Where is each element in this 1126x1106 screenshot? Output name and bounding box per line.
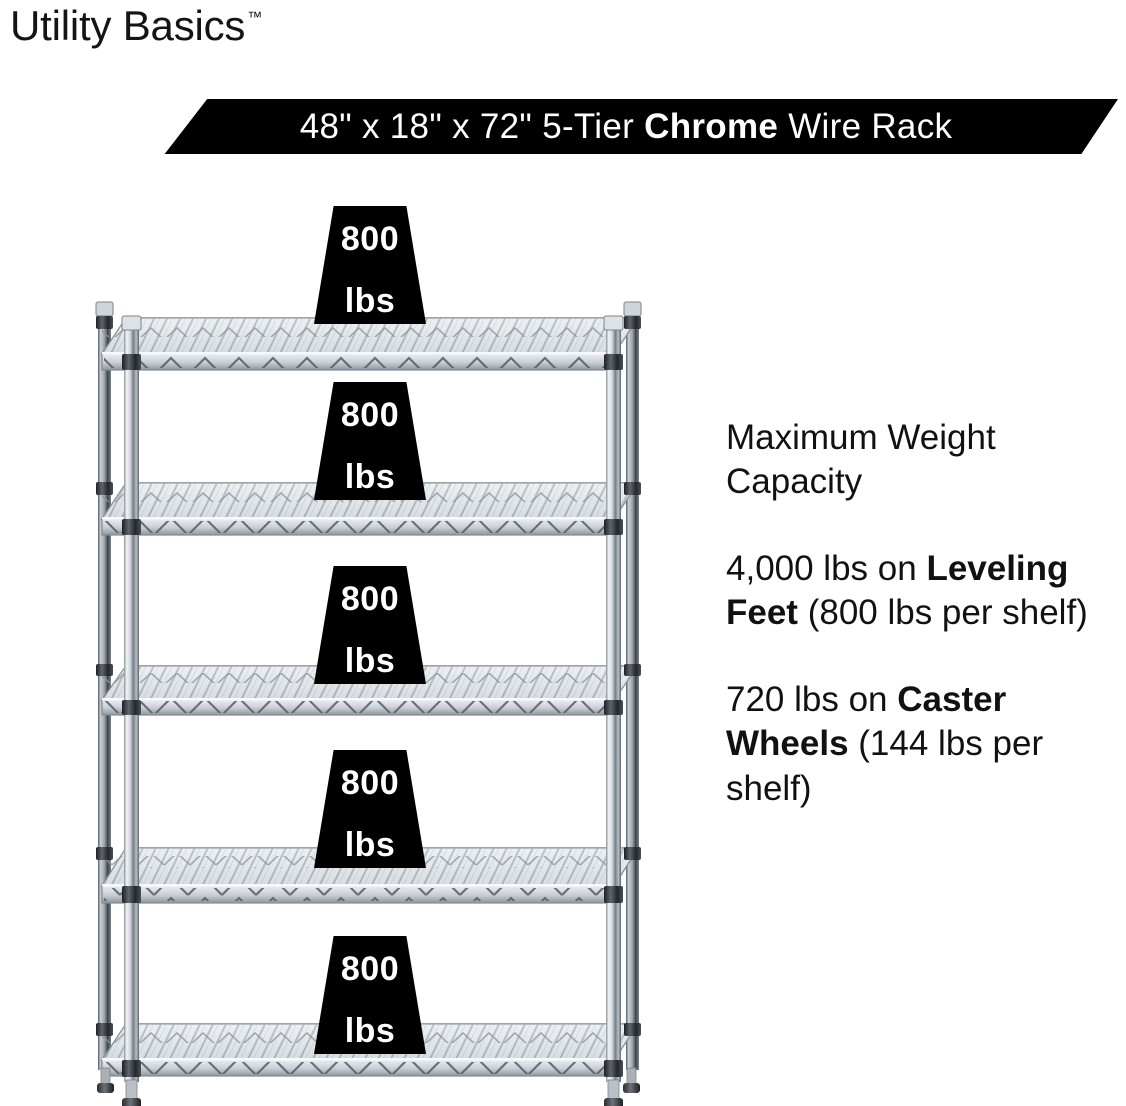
caster-wheels-tail: (144 lbs per shelf) [726,724,1044,808]
weight-callout-shelf-4: 800 lbs [314,750,426,868]
post-cap-front-right [603,315,624,331]
weight-callout-value-4: 800 [340,764,400,802]
post-rear-right [626,304,639,1070]
leveling-feet-tail: (800 lbs per shelf) [797,593,1088,633]
collar-front-right-3 [604,700,623,715]
shelf-1-front-truss [104,356,612,368]
banner-size: 48" x 18" x 72" [299,106,533,146]
brand-name: Utility Basics [10,2,246,49]
shelf-5-highlight [102,1058,614,1061]
weight-callout-unit-1: lbs [344,282,396,320]
shelf-1-highlight [102,352,614,355]
brand-logo: Utility Basics ™ [10,2,263,49]
collar-rear-right-1 [624,316,641,329]
leveling-foot-front-left [122,1098,141,1106]
collar-front-right-1 [604,354,623,370]
shelf-2-highlight [102,517,614,520]
weight-callout-shelf-2: 800 lbs [314,382,426,500]
post-cap-front-left [121,315,142,331]
post-rear-left [98,304,111,1070]
banner-material: Chrome [644,106,779,146]
collar-front-right-5 [604,1060,623,1077]
weight-callout-unit-5: lbs [344,1012,396,1050]
shelf-4-front-truss [104,888,612,901]
collar-rear-left-4 [96,847,113,860]
banner-tier: 5-Tier [542,106,635,146]
weight-callout-shelf-1: 800 lbs [314,206,426,324]
collar-front-left-5 [122,1060,141,1077]
weight-callout-value-2: 800 [340,396,400,434]
shelf-3-highlight [102,698,614,701]
leveling-foot-rear-right [623,1083,640,1093]
collar-rear-right-5 [624,1023,641,1036]
weight-callout-unit-4: lbs [344,826,396,864]
caster-wheels-spec: 720 lbs on Caster Wheels (144 lbs per sh… [726,678,1122,811]
leveling-feet-lead: 4,000 lbs on [726,548,927,588]
collar-front-left-2 [122,519,141,535]
leveling-feet-spec: 4,000 lbs on Leveling Feet (800 lbs per … [726,547,1122,636]
leveling-feet-emphasis: Leveling Feet [726,548,1069,633]
product-title-banner: 48" x 18" x 72" 5-Tier Chrome Wire Rack [164,99,1118,154]
weight-callout-unit-2: lbs [344,458,396,496]
shelf-4-highlight [102,884,614,887]
caster-wheels-emphasis: Caster Wheels [726,679,1007,764]
weight-callout-shelf-3: 800 lbs [314,566,426,684]
collar-rear-left-5 [96,1023,113,1036]
collar-front-right-2 [604,519,623,535]
collar-rear-right-2 [624,482,641,495]
banner-product: Wire Rack [788,106,953,146]
shelf-1-rear-truss [102,326,614,337]
spec-copy-block: Maximum Weight Capacity 4,000 lbs on Lev… [726,416,1122,811]
collar-rear-left-3 [96,664,113,676]
collar-front-left-1 [122,354,141,370]
collar-front-left-3 [122,700,141,715]
collar-rear-left-1 [96,316,113,329]
capacity-heading: Maximum Weight Capacity [726,418,996,502]
collar-front-right-4 [604,886,623,903]
leveling-foot-front-right [604,1098,623,1106]
collar-rear-right-4 [624,847,641,860]
weight-callout-value-1: 800 [340,220,400,258]
shelf-1 [100,317,640,371]
shelf-3-front-truss [104,701,612,713]
weight-callout-value-5: 800 [340,950,400,988]
shelf-5-front-truss [104,1062,612,1074]
post-cap-rear-right [623,301,642,317]
trademark-symbol: ™ [247,9,263,26]
weight-callout-shelf-5: 800 lbs [314,936,426,1054]
leveling-foot-rear-left [97,1083,114,1093]
collar-rear-right-3 [624,664,641,676]
collar-front-left-4 [122,886,141,903]
product-title-text: 48" x 18" x 72" 5-Tier Chrome Wire Rack [165,99,1118,154]
post-cap-rear-left [95,301,114,317]
shelf-2-front-truss [104,521,612,533]
weight-callout-unit-3: lbs [344,642,396,680]
weight-callout-value-3: 800 [340,580,400,618]
collar-rear-left-2 [96,482,113,495]
caster-wheels-lead: 720 lbs on [726,679,898,719]
